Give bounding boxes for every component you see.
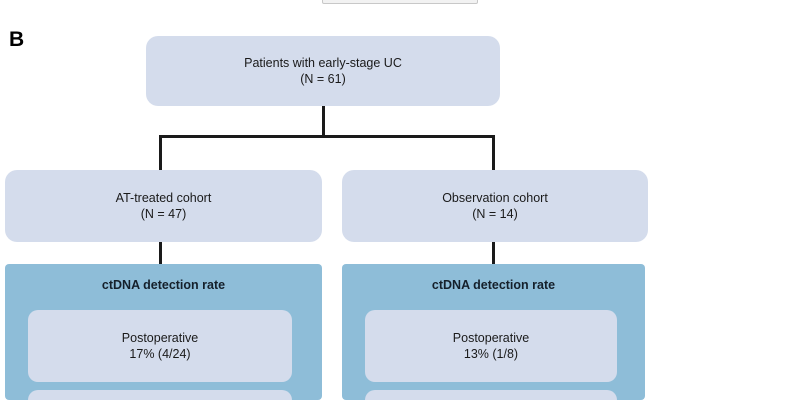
metric-at-treated-postoperative-value: 17% (4/24)	[129, 347, 191, 361]
node-at-treated-count: (N = 47)	[140, 207, 187, 221]
connector-drop-observation	[492, 135, 495, 171]
metric-at-treated-postoperative-label: Postoperative	[121, 331, 199, 345]
clipped-box-from-panel-a	[322, 0, 478, 4]
node-root-count: (N = 61)	[300, 72, 346, 86]
connector-drop-at-treated	[159, 135, 162, 171]
node-at-treated-label: AT-treated cohort	[115, 191, 212, 205]
section-observation-ctdna: ctDNA detection rate Postoperative 13% (…	[342, 264, 645, 400]
metric-observation-postoperative-label: Postoperative	[452, 331, 530, 345]
connector-root-stem	[322, 106, 325, 137]
node-observation-count: (N = 14)	[472, 207, 518, 221]
panel-letter: B	[9, 28, 25, 51]
connector-at-treated-to-section	[159, 242, 162, 265]
node-observation-label: Observation cohort	[442, 191, 548, 205]
metric-observation-second-clipped	[365, 390, 617, 400]
metric-observation-postoperative-value: 13% (1/8)	[463, 347, 519, 361]
node-at-treated-cohort: AT-treated cohort (N = 47)	[5, 170, 322, 242]
connector-observation-to-section	[492, 242, 495, 265]
connector-horizontal-bar	[159, 135, 495, 138]
node-root-cohort: Patients with early-stage UC (N = 61)	[146, 36, 500, 106]
node-observation-cohort: Observation cohort (N = 14)	[342, 170, 648, 242]
metric-at-treated-postoperative: Postoperative 17% (4/24)	[28, 310, 292, 382]
metric-at-treated-second-clipped	[28, 390, 292, 400]
metric-observation-postoperative: Postoperative 13% (1/8)	[365, 310, 617, 382]
node-root-label: Patients with early-stage UC	[244, 56, 402, 70]
section-at-treated-title: ctDNA detection rate	[101, 278, 226, 292]
section-at-treated-ctdna: ctDNA detection rate Postoperative 17% (…	[5, 264, 322, 400]
section-observation-title: ctDNA detection rate	[431, 278, 556, 292]
